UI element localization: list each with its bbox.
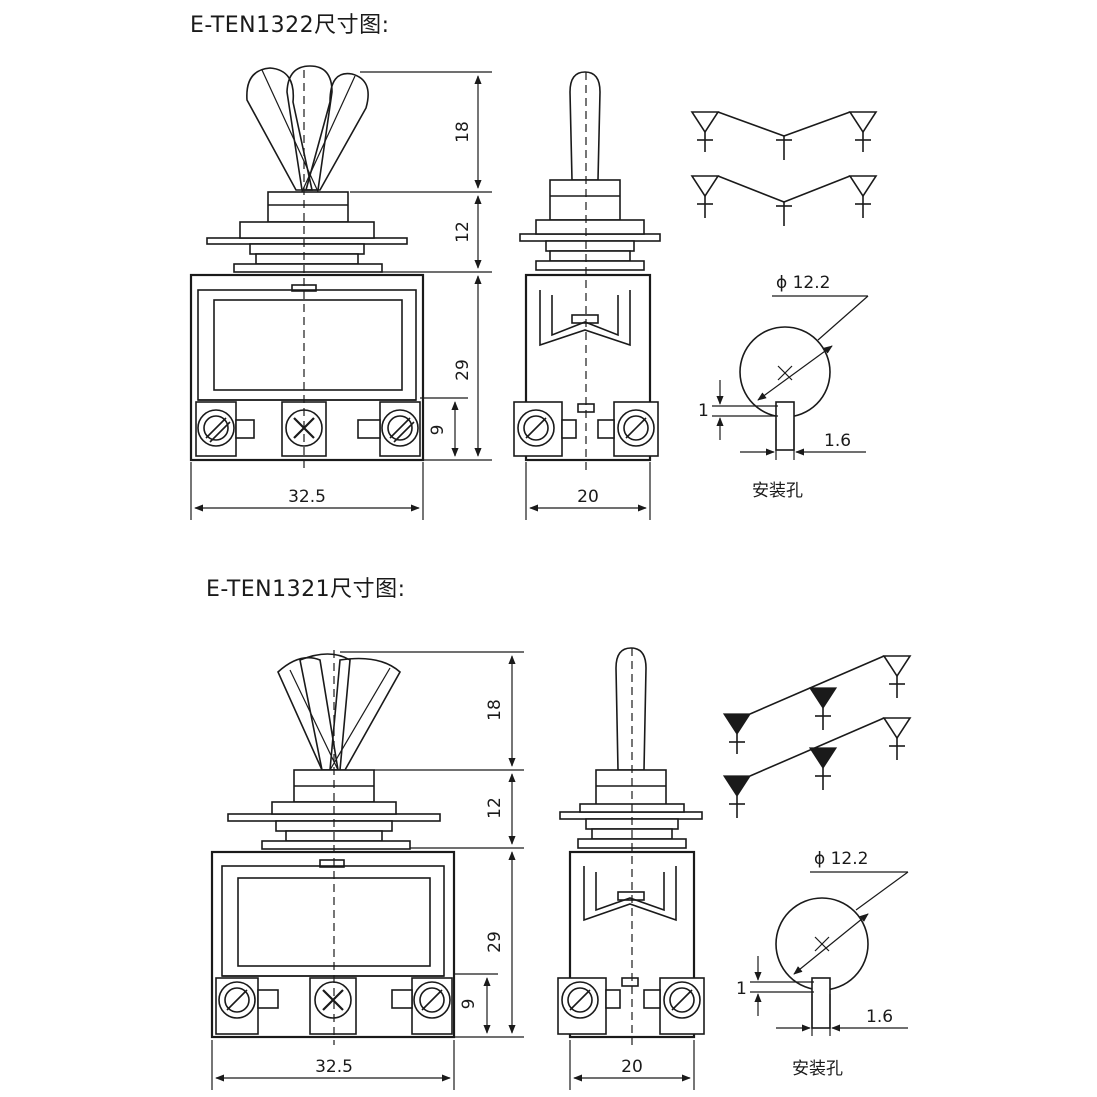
dim-lever: 18	[453, 121, 473, 143]
mount-key-width: 1.6	[824, 431, 851, 451]
mount-hole: ϕ 12.2 1 1.6 安装孔	[736, 849, 909, 1079]
mount-diameter: ϕ 12.2	[776, 273, 830, 293]
mount-key: 1	[736, 979, 747, 999]
lever-left	[246, 67, 313, 191]
lever-side	[615, 647, 647, 771]
side-view: 20	[557, 647, 705, 1090]
mount-label: 安装孔	[792, 1059, 843, 1079]
section-title: E-TEN1321尺寸图:	[206, 577, 406, 602]
dim-bushing: 12	[453, 221, 473, 243]
dim-body: 29	[453, 359, 473, 381]
dim-terminal: 9	[459, 999, 479, 1010]
terminal-left	[195, 401, 255, 457]
dim-bushing: 12	[485, 797, 505, 819]
circuit-schematic	[690, 111, 878, 226]
bushing	[267, 191, 349, 223]
lever-center	[286, 65, 333, 191]
section-title: E-TEN1322尺寸图:	[190, 13, 390, 38]
mount-hole: ϕ 12.2 1 1.6 安装孔	[698, 273, 869, 501]
lever-side	[569, 71, 601, 181]
dim-body: 29	[485, 931, 505, 953]
front-view: 18 12 29 9 32.5	[210, 650, 524, 1090]
lever-right	[329, 657, 402, 771]
section-1321: E-TEN1321尺寸图:	[206, 577, 912, 1090]
front-view: 18 12 29 9 32.5	[189, 65, 492, 520]
circuit-schematic	[722, 655, 912, 818]
dim-terminal: 9	[428, 425, 448, 436]
mounting-plate	[206, 237, 408, 245]
switch-body	[189, 273, 425, 462]
mount-key-width: 1.6	[866, 1007, 893, 1027]
section-1322: E-TEN1322尺寸图:	[189, 13, 878, 520]
dim-width-front: 32.5	[315, 1057, 353, 1077]
mount-diameter: ϕ 12.2	[814, 849, 868, 869]
dim-lever: 18	[485, 699, 505, 721]
lever-left	[277, 656, 339, 771]
mount-key: 1	[698, 401, 709, 421]
dim-width-side: 20	[577, 487, 599, 507]
side-view: 20	[513, 71, 661, 520]
mount-label: 安装孔	[752, 481, 803, 501]
dim-width-side: 20	[621, 1057, 643, 1077]
dim-width-front: 32.5	[288, 487, 326, 507]
lever-center	[299, 653, 351, 771]
lever-right	[304, 72, 369, 191]
terminal-right	[357, 401, 421, 457]
